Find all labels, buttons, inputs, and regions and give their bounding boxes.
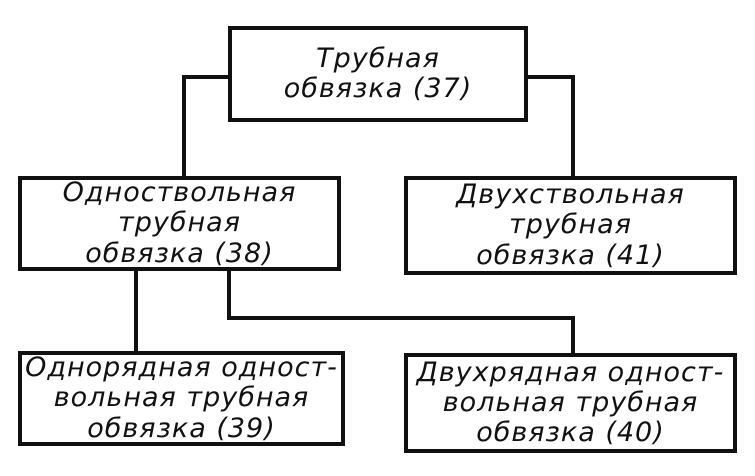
node-label-line: Одноствольная bbox=[62, 177, 297, 209]
node-double-row-manifold: Двухрядная одност- вольная трубная обвяз… bbox=[404, 353, 737, 453]
node-single-barrel-manifold: Одноствольная трубная обвязка (38) bbox=[18, 176, 341, 271]
node-double-barrel-manifold: Двухствольная трубная обвязка (41) bbox=[404, 176, 737, 275]
node-label-line: обвязка (37) bbox=[283, 73, 473, 104]
node-label-line: Двухствольная bbox=[456, 179, 685, 211]
node-label-line: обвязка (40) bbox=[476, 417, 665, 449]
node-label-line: обвязка (41) bbox=[476, 239, 665, 271]
node-label-line: трубная bbox=[509, 209, 632, 241]
node-pipe-manifold: Трубная обвязка (37) bbox=[228, 26, 528, 122]
node-label-line: Двухрядная одност- bbox=[416, 356, 725, 388]
connector-root-to-single bbox=[182, 75, 230, 178]
node-label-line: Однорядная одност- bbox=[25, 352, 338, 384]
node-label-line: вольная трубная bbox=[53, 382, 310, 414]
node-label-line: обвязка (39) bbox=[87, 412, 276, 444]
connector-single-to-double-row bbox=[227, 269, 575, 355]
connector-root-to-double bbox=[526, 75, 575, 178]
node-label-line: обвязка (38) bbox=[85, 237, 274, 269]
node-single-row-manifold: Однорядная одност- вольная трубная обвяз… bbox=[18, 351, 345, 446]
node-label-line: вольная трубная bbox=[442, 386, 699, 418]
node-label-line: Трубная bbox=[316, 42, 440, 74]
node-label-line: трубная bbox=[118, 207, 241, 239]
